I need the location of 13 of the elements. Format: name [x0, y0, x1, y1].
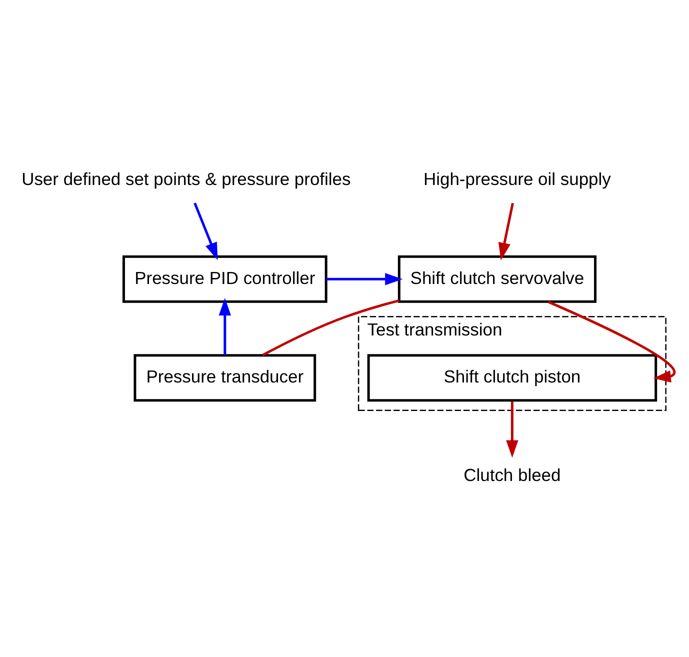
node-box: Shift clutch servovalve	[398, 255, 596, 303]
arrow	[506, 402, 518, 458]
connector	[262, 299, 400, 356]
node-text: User defined set points & pressure profiles	[22, 169, 351, 190]
node-box: Shift clutch piston	[367, 354, 658, 402]
arrow	[218, 298, 232, 356]
node-text: High-pressure oil supply	[423, 169, 611, 190]
node-box: Pressure PID controller	[122, 255, 328, 303]
arrow	[194, 202, 218, 260]
arrow	[326, 273, 403, 286]
arrow	[498, 202, 514, 260]
node-text: Clutch bleed	[464, 465, 561, 486]
node-box: Pressure transducer	[134, 354, 316, 402]
